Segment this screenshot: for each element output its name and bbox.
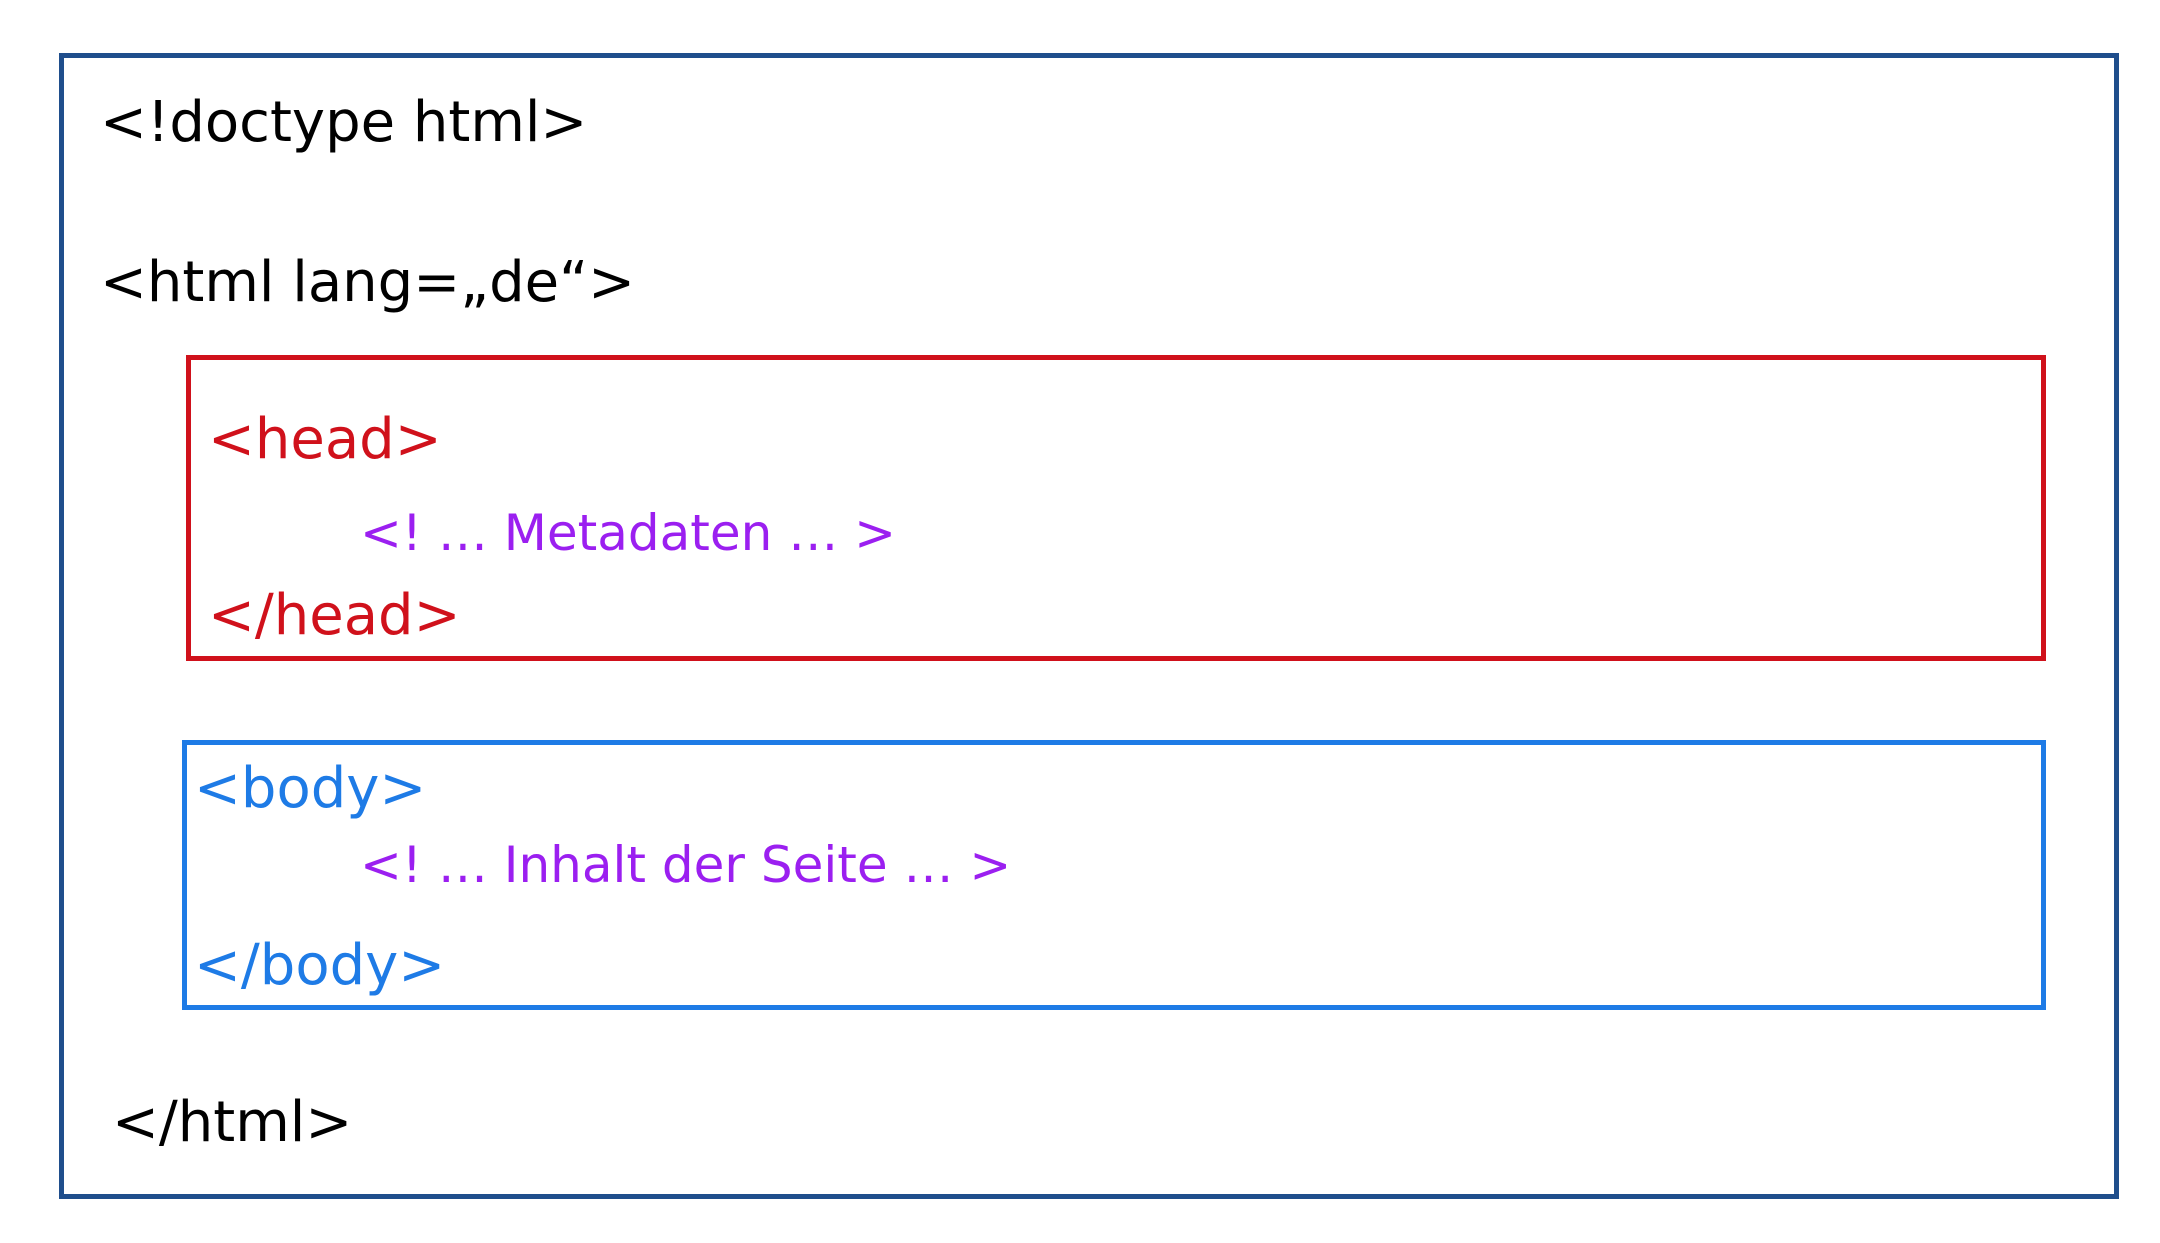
head-metadata-comment: <! … Metadaten … >	[360, 504, 896, 562]
head-close-tag: </head>	[208, 583, 461, 648]
html-document-frame	[59, 53, 2119, 1199]
body-section-frame	[182, 740, 2046, 1010]
html-open-tag: <html lang=„de“>	[100, 250, 636, 315]
html-close-tag: </html>	[112, 1090, 353, 1155]
body-open-tag: <body>	[194, 756, 427, 821]
head-section-frame	[186, 355, 2046, 661]
body-close-tag: </body>	[194, 933, 446, 998]
head-open-tag: <head>	[208, 407, 442, 472]
body-content-comment: <! … Inhalt der Seite … >	[360, 836, 1012, 894]
doctype-declaration: <!doctype html>	[100, 90, 588, 155]
